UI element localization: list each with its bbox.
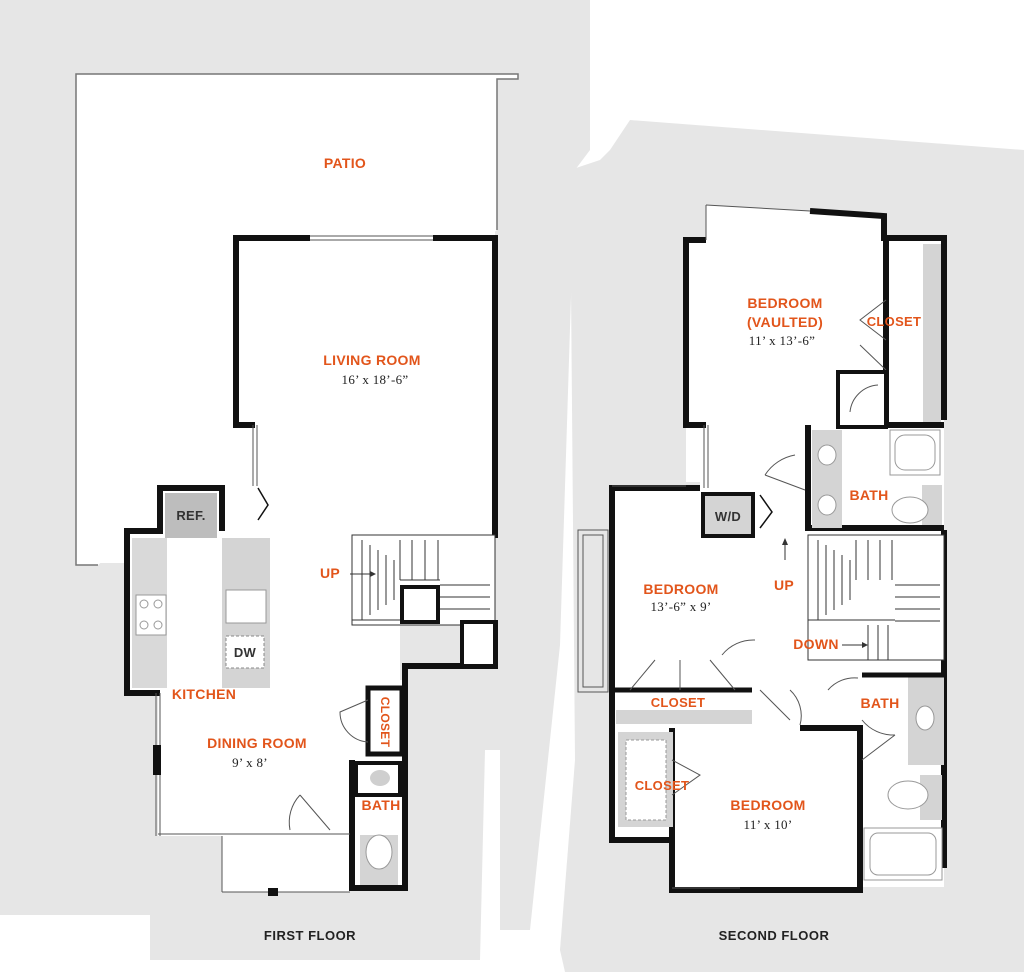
living-room-wall-north-east	[433, 235, 498, 538]
kitchen-sink	[225, 589, 267, 624]
master-bedroom-note: (VAULTED)	[746, 314, 824, 330]
first-floor-closet	[365, 685, 405, 757]
second-floor-stairs	[807, 534, 945, 661]
dishwasher-label: DW	[233, 645, 257, 660]
bedroom-2-size: 13’-6” x 9’	[650, 599, 712, 614]
bedroom-2-label: BEDROOM	[643, 581, 719, 597]
bedroom-3-label: BEDROOM	[730, 797, 806, 813]
bedroom-2-wall	[609, 485, 700, 843]
hall-bath-label: BATH	[860, 695, 900, 711]
master-bedroom-wall	[683, 237, 706, 428]
first-floor-bath-label: BATH	[361, 797, 401, 813]
living-room-label: LIVING ROOM	[323, 352, 421, 368]
second-floor-up-label: UP	[773, 577, 795, 593]
living-room-wall-west	[233, 235, 310, 428]
master-bath-label: BATH	[849, 487, 889, 503]
first-floor-up-label: UP	[319, 565, 341, 581]
first-floor-closet-label: CLOSET	[378, 696, 392, 748]
washer-dryer-label: W/D	[714, 509, 742, 524]
washer-dryer	[701, 492, 755, 538]
master-bath-wall	[805, 425, 944, 531]
living-room-size: 16’ x 18’-6”	[341, 372, 409, 387]
first-floor-plan	[75, 73, 519, 896]
dining-room-size: 9’ x 8’	[232, 755, 268, 770]
patio-label: PATIO	[323, 155, 367, 171]
refrigerator-label: REF.	[176, 508, 206, 523]
bedroom-2-closet-label: CLOSET	[650, 695, 706, 710]
bedroom-3-size: 11’ x 10’	[743, 817, 793, 832]
first-floor-title: FIRST FLOOR	[263, 928, 357, 943]
stove	[135, 594, 167, 636]
refrigerator	[165, 493, 217, 538]
master-bedroom-size: 11’ x 13’-6”	[748, 333, 816, 348]
master-bedroom-label: BEDROOM	[747, 295, 823, 311]
second-floor-plan	[577, 204, 947, 893]
bath-wall	[349, 680, 408, 891]
kitchen-label: KITCHEN	[171, 686, 237, 702]
dishwasher	[225, 635, 265, 669]
second-floor-down-label: DOWN	[793, 636, 839, 652]
dining-room-label: DINING ROOM	[207, 735, 307, 751]
bedroom-3-closet-label: CLOSET	[634, 778, 690, 793]
master-closet-label: CLOSET	[866, 314, 922, 329]
second-floor-title: SECOND FLOOR	[718, 928, 830, 943]
kitchen-wall	[124, 485, 225, 696]
